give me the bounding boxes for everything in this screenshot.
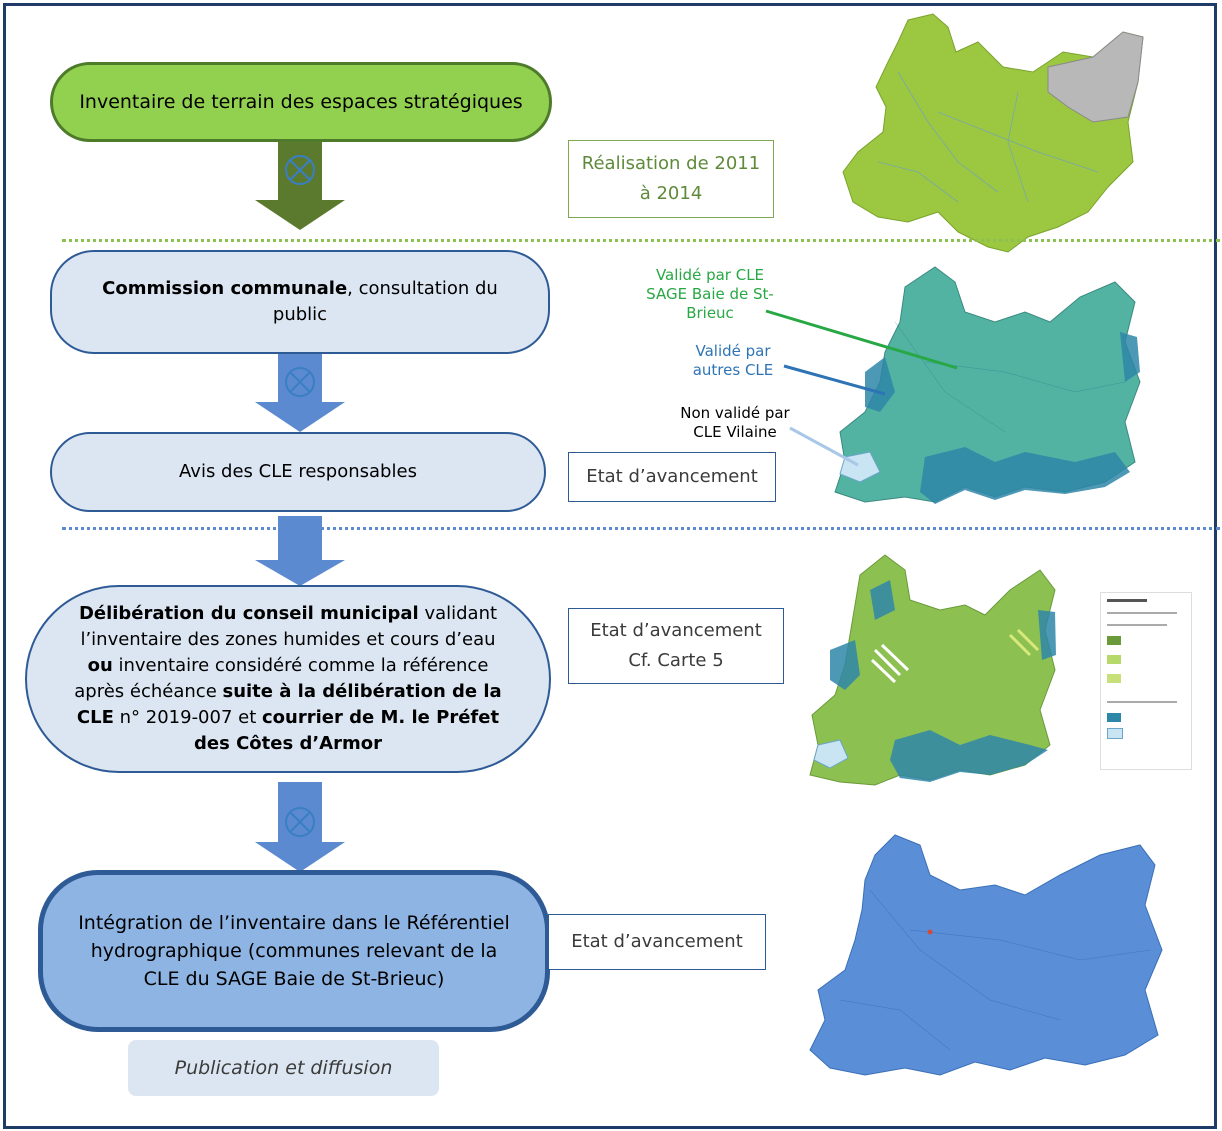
info-realisation: Réalisation de 2011 à 2014 (568, 140, 774, 218)
step-integration-label: Intégration de l’inventaire dans le Réfé… (78, 912, 510, 990)
map-legend (1100, 592, 1192, 770)
arrow-blue-1 (255, 354, 345, 432)
commission-bold: Commission communale (102, 278, 348, 299)
separator-2 (62, 527, 1220, 530)
step-deliberation-box: Délibération du conseil municipal valida… (25, 585, 551, 773)
cross-circle-icon (285, 807, 315, 837)
publication-box: Publication et diffusion (128, 1040, 439, 1096)
commission-rest: , consultation du public (272, 278, 498, 325)
arrow-blue-3 (255, 782, 345, 872)
label-valide-sage: Validé par CLE SAGE Baie de St-Brieuc (646, 266, 774, 322)
map-avis (834, 266, 1141, 504)
step-avis-box: Avis des CLE responsables (50, 432, 546, 512)
step-avis-label: Avis des CLE responsables (179, 461, 417, 482)
label-valide-autres: Validé par autres CLE (692, 342, 774, 379)
separator-1 (62, 239, 1220, 242)
cross-circle-icon (285, 155, 315, 185)
label-non-valide: Non validé par CLE Vilaine (680, 404, 790, 441)
map-deliberation (809, 554, 1056, 786)
step-inventaire-label: Inventaire de terrain des espaces straté… (79, 91, 523, 113)
step-commission-box: Commission communale, consultation du pu… (50, 250, 550, 354)
arrow-blue-2 (255, 516, 345, 586)
info-deliberation: Etat d’avancement Cf. Carte 5 (568, 608, 784, 684)
publication-label: Publication et diffusion (174, 1057, 393, 1079)
info-integration: Etat d’avancement (548, 914, 766, 970)
cross-circle-icon (285, 367, 315, 397)
step-integration-box: Intégration de l’inventaire dans le Réfé… (38, 870, 550, 1032)
step-inventaire-box: Inventaire de terrain des espaces straté… (50, 62, 552, 142)
map-inventaire (842, 13, 1144, 253)
arrow-green (255, 142, 345, 230)
info-avis: Etat d’avancement (568, 452, 776, 502)
map-integration (809, 834, 1163, 1076)
